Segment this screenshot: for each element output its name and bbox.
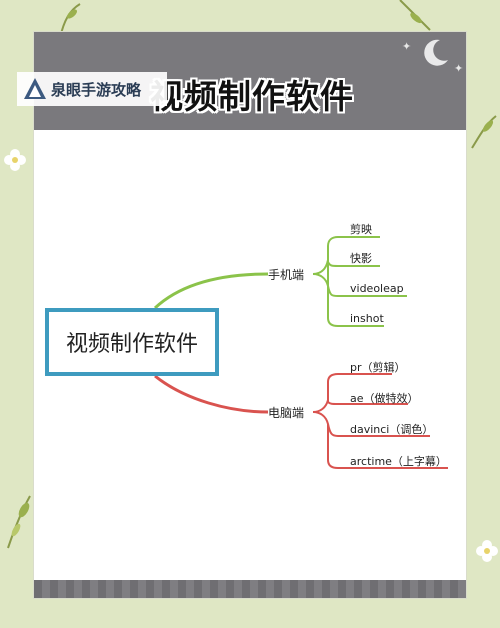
logo-icon (24, 78, 46, 99)
watermark-text: 泉眼手游攻略 (51, 80, 142, 99)
leaf-label: davinci（调色） (350, 423, 434, 436)
flower-decoration-right (476, 540, 498, 562)
bottom-decoration-strip (34, 580, 466, 598)
watermark: 泉眼手游攻略 (17, 72, 167, 106)
leaf-label: pr（剪辑） (350, 361, 406, 374)
branch-label-mobile: 手机端 (268, 268, 305, 282)
leaf-decoration-right (471, 115, 497, 149)
leaf-label: 剪映 (350, 223, 372, 236)
leaf-decoration-bottom-left (7, 495, 31, 549)
branch-label-desktop: 电脑端 (268, 406, 305, 420)
leaf-label: videoleap (350, 282, 404, 295)
leaf-connector (312, 373, 392, 413)
leaf-connector (327, 424, 448, 469)
star-icon: ✦ (454, 62, 464, 75)
leaf-label: inshot (350, 312, 384, 325)
branch-connector-mobile (153, 272, 269, 310)
banner-title: 视频制作软件 (150, 77, 354, 116)
leaf-label: 快影 (350, 252, 372, 265)
mindmap-root: 视频制作软件 (45, 308, 219, 376)
leaf-connector (327, 400, 408, 405)
leaf-decoration-top-right (399, 0, 431, 31)
leaf-label: arctime（上字幕） (350, 455, 447, 468)
star-icon: ✦ (402, 40, 412, 53)
moon-icon (424, 39, 448, 66)
leaf-connector (327, 286, 384, 327)
flower-decoration-left (4, 149, 26, 171)
branch-connector-desktop (154, 374, 269, 414)
leaf-label: ae（做特效） (350, 392, 419, 405)
